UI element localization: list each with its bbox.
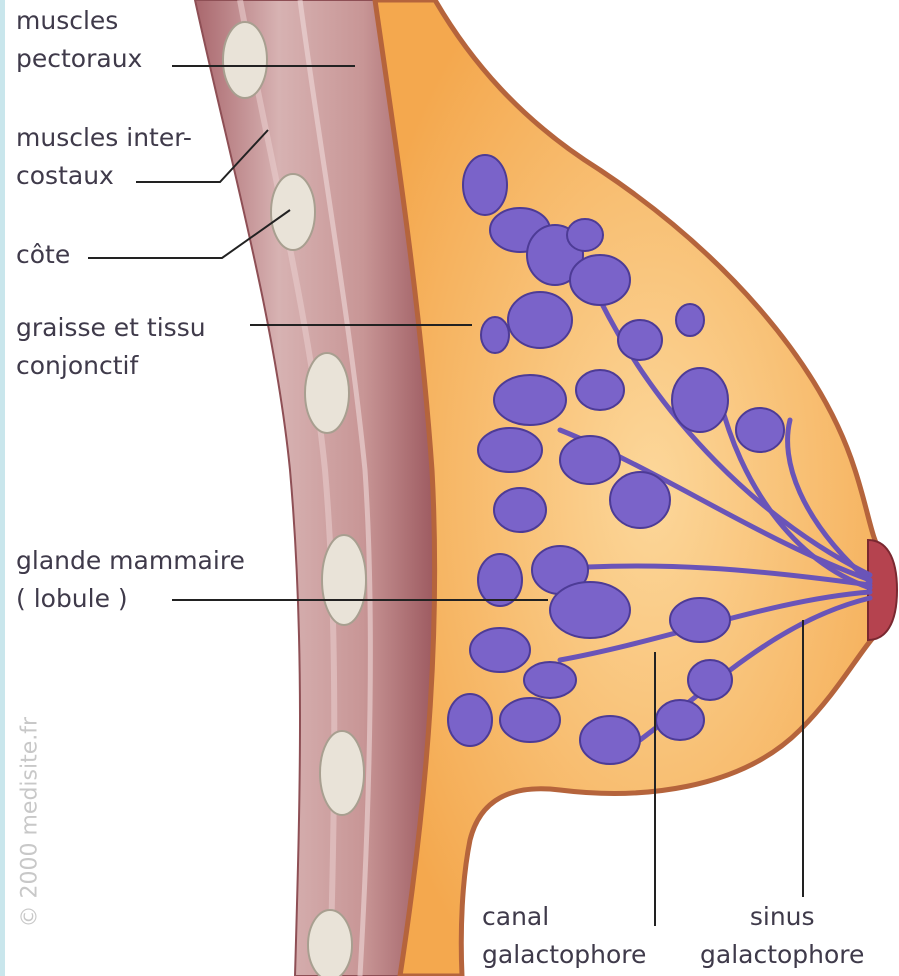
- label-lactiferous-sinus: sinus galactophore: [700, 898, 864, 974]
- nipple: [868, 540, 897, 640]
- label-mammary-gland: glande mammaire ( lobule ): [16, 542, 245, 618]
- copyright-watermark: © 2000 medisite.fr: [18, 728, 43, 928]
- label-fat-connective-tissue: graisse et tissu conjonctif: [16, 309, 206, 385]
- label-lactiferous-duct: canal galactophore: [482, 898, 646, 974]
- label-pectoral-muscles: muscles pectoraux: [16, 2, 142, 78]
- label-rib: côte: [16, 236, 70, 274]
- label-intercostal-muscles: muscles inter- costaux: [16, 119, 192, 195]
